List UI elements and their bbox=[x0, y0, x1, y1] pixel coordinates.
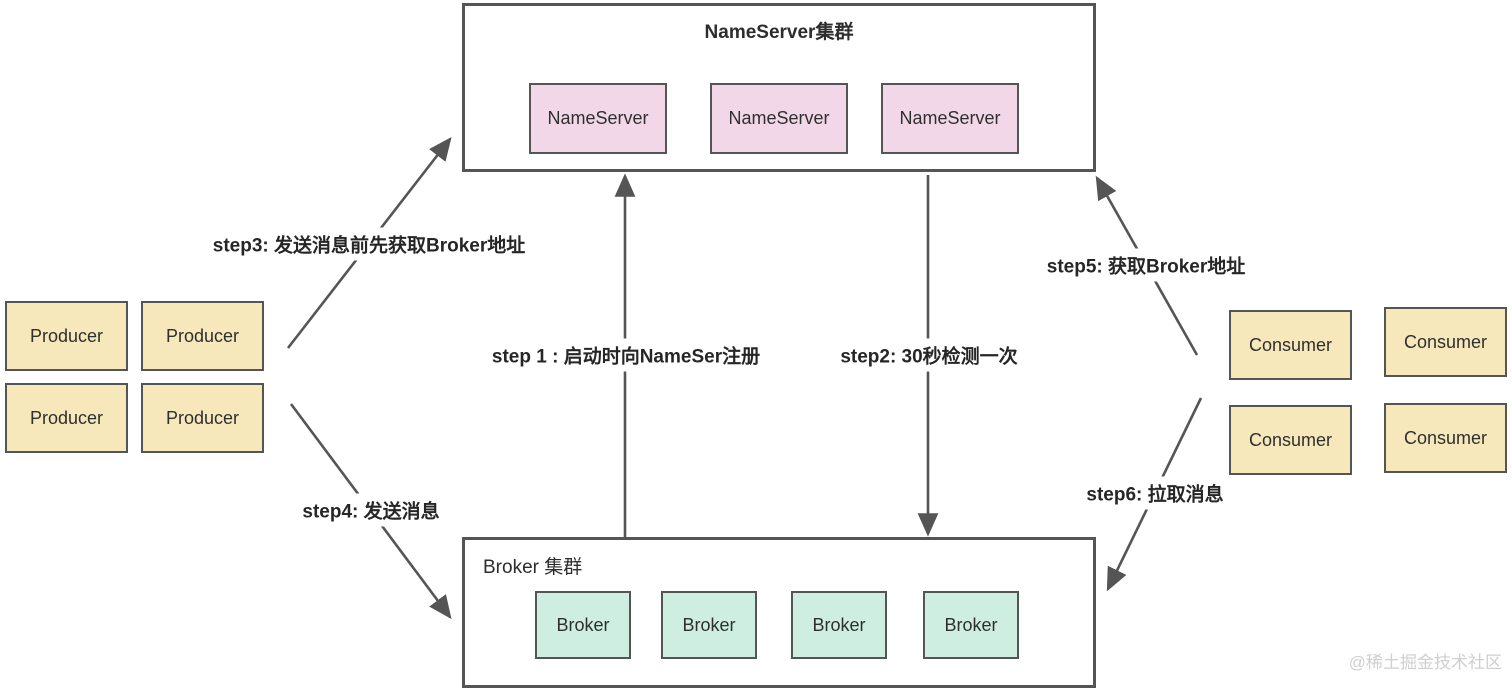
consumer-node: Consumer bbox=[1384, 403, 1507, 473]
broker-cluster-title: Broker 集群 bbox=[483, 557, 583, 578]
nameserver-cluster-box: NameServer集群 NameServer NameServer NameS… bbox=[462, 3, 1096, 172]
step2-label: step2: 30秒检测一次 bbox=[833, 338, 1025, 372]
producer-node: Producer bbox=[5, 301, 128, 371]
step1-label: step 1 : 启动时向NameSer注册 bbox=[484, 338, 768, 372]
producer-node: Producer bbox=[141, 383, 264, 453]
consumer-node: Consumer bbox=[1384, 307, 1507, 377]
producer-node: Producer bbox=[5, 383, 128, 453]
step4-label: step4: 发送消息 bbox=[295, 493, 447, 527]
broker-node: Broker bbox=[661, 591, 757, 659]
broker-node: Broker bbox=[791, 591, 887, 659]
consumer-node: Consumer bbox=[1229, 405, 1352, 475]
watermark: @稀土掘金技术社区 bbox=[1348, 653, 1502, 672]
broker-cluster-box: Broker 集群 Broker Broker Broker Broker bbox=[462, 537, 1096, 688]
broker-node: Broker bbox=[923, 591, 1019, 659]
step3-label: step3: 发送消息前先获取Broker地址 bbox=[205, 227, 533, 261]
step6-label: step6: 拉取消息 bbox=[1079, 476, 1231, 510]
nameserver-node: NameServer bbox=[710, 83, 848, 154]
consumer-node: Consumer bbox=[1229, 310, 1352, 380]
step5-label: step5: 获取Broker地址 bbox=[1039, 248, 1253, 282]
producer-node: Producer bbox=[141, 301, 264, 371]
nameserver-cluster-title: NameServer集群 bbox=[704, 22, 854, 43]
broker-node: Broker bbox=[535, 591, 631, 659]
nameserver-node: NameServer bbox=[529, 83, 667, 154]
nameserver-node: NameServer bbox=[881, 83, 1019, 154]
